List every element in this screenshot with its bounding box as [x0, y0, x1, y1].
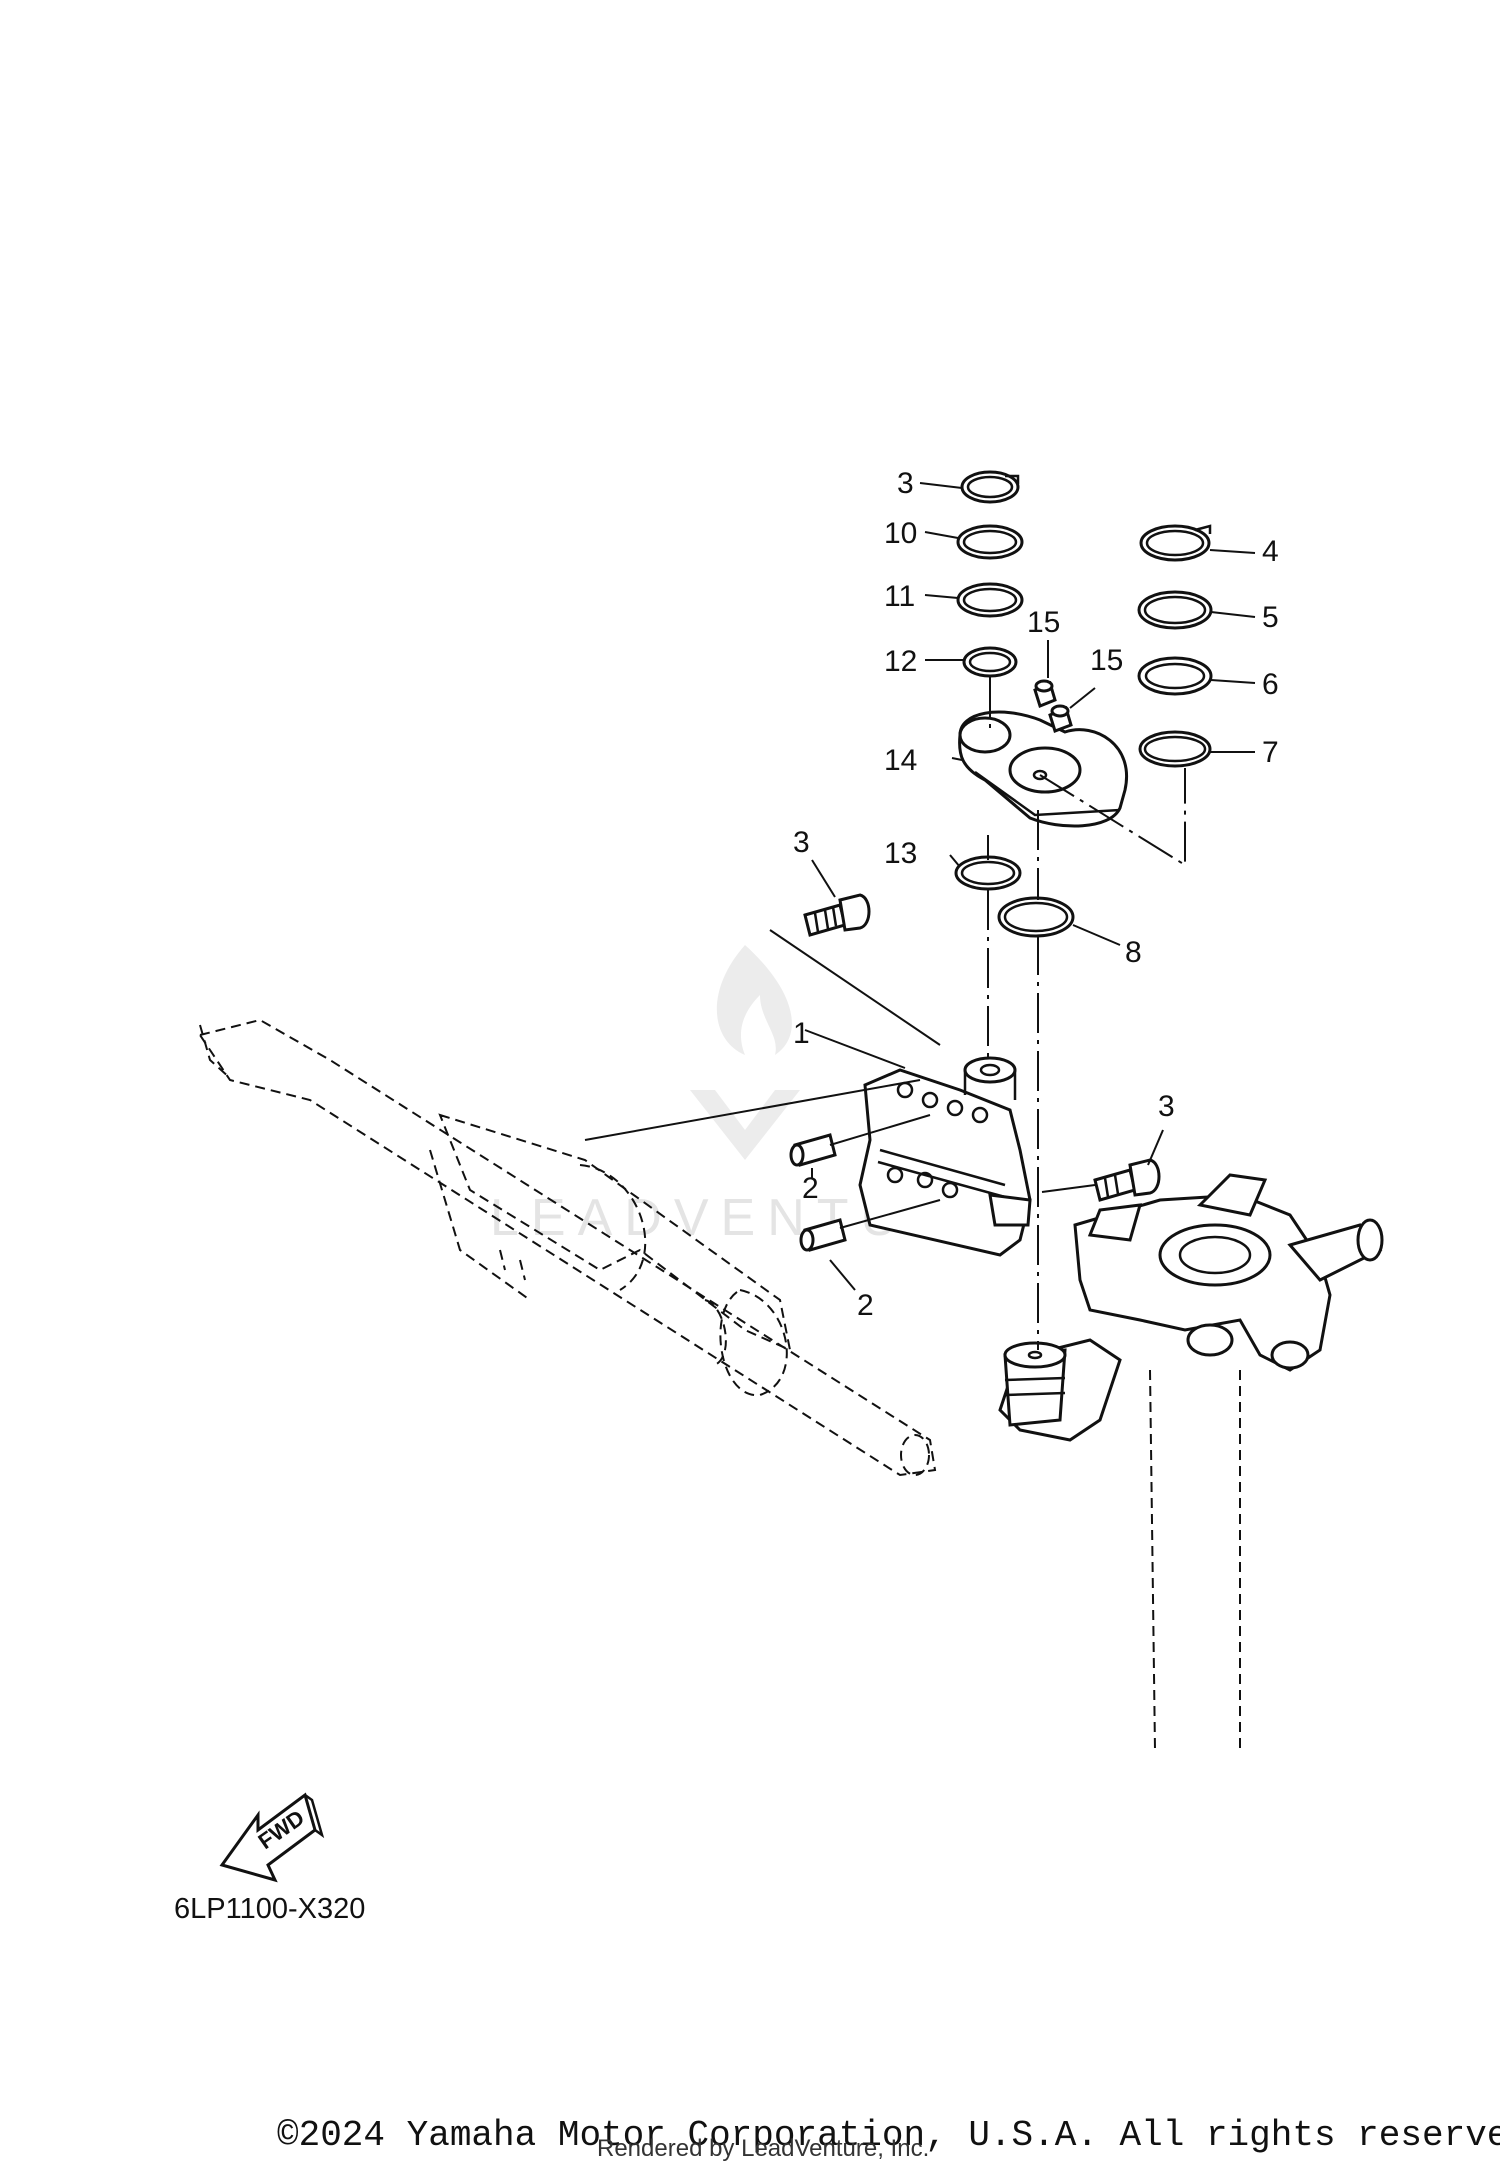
part-7-ring [1138, 730, 1212, 768]
part-15-nipple-a [1033, 679, 1057, 708]
callout-6: 6 [1262, 668, 1279, 701]
part-3-bolt-lower [1093, 1158, 1161, 1202]
part-5-ring [1137, 590, 1213, 630]
callout-15b: 15 [1090, 644, 1123, 677]
callout-11: 11 [884, 580, 915, 613]
callout-15a: 15 [1027, 606, 1060, 639]
fwd-arrow-icon: FWD [219, 1792, 325, 1883]
steering-arm-casting [998, 1173, 1384, 1442]
part-10-ring [956, 524, 1024, 560]
rendered-by: Rendered by LeadVenture, Inc. [597, 2135, 929, 2162]
callout-3b: 3 [1158, 1090, 1175, 1123]
part-12-ring [962, 646, 1018, 678]
part-9-circlip [960, 470, 1020, 504]
watermark-flame-icon [716, 945, 792, 1055]
reference-lines [584, 677, 1186, 1350]
watermark-v-icon [690, 1090, 800, 1160]
callout-9: 3 [897, 467, 914, 500]
part-2-pin-lower [799, 1218, 847, 1252]
steering-column-outline [1149, 1369, 1241, 1751]
diagram-code: 6LP1100-X320 [174, 1893, 365, 1925]
part-3-bolt-upper [803, 893, 871, 937]
part-13-ring [954, 855, 1022, 891]
callout-10: 10 [884, 517, 917, 550]
part-15-nipple-b [1048, 704, 1073, 733]
callout-3a: 3 [793, 826, 810, 859]
part-6-ring [1137, 656, 1213, 696]
callout-labels: 3 10 11 12 14 13 15 15 4 5 6 7 8 3 3 1 2… [793, 467, 1279, 1322]
callout-1: 1 [793, 1017, 810, 1050]
callout-2b: 2 [857, 1289, 874, 1322]
part-4-circlip [1139, 524, 1212, 562]
callout-14: 14 [884, 744, 917, 777]
callout-8: 8 [1125, 936, 1142, 969]
part-1-bracket [858, 1056, 1032, 1257]
callout-2a: 2 [802, 1172, 819, 1205]
shaft-assembly-outline [198, 1018, 937, 1477]
part-14-upper-bracket [958, 710, 1128, 828]
part-8-ring [997, 896, 1075, 938]
callout-leaders [804, 482, 1256, 1291]
callout-5: 5 [1262, 601, 1279, 634]
part-2-pin-upper [789, 1133, 837, 1167]
callout-7: 7 [1262, 736, 1279, 769]
callout-13: 13 [884, 837, 917, 870]
part-11-ring [956, 582, 1024, 618]
callout-12: 12 [884, 645, 917, 678]
copyright-notice: ©2024 Yamaha Motor Corporation, U.S.A. A… [277, 2115, 1500, 2156]
callout-4: 4 [1262, 535, 1279, 568]
